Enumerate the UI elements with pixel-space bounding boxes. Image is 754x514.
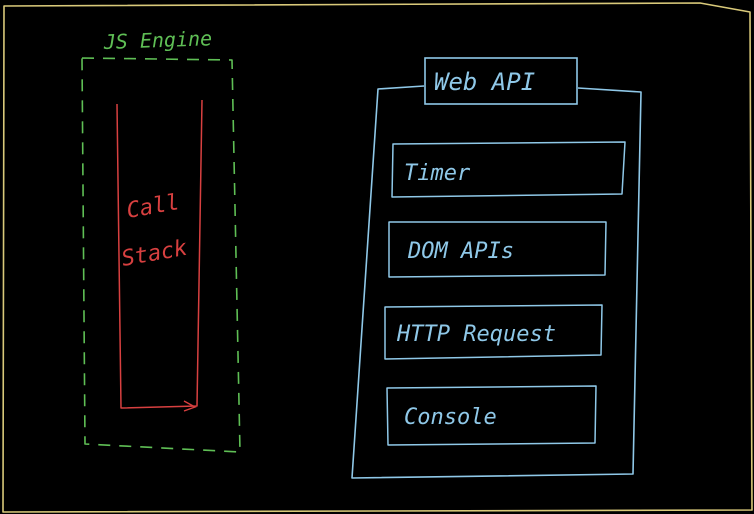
web-api-item-label: Timer (404, 161, 471, 186)
web-api-item-label: Console (404, 405, 497, 430)
js-engine-label: JS Engine (102, 26, 212, 54)
js-engine-box (81, 57, 241, 453)
call-stack-label-line1: Call (125, 190, 182, 224)
web-api-label: Web API (434, 68, 535, 96)
web-api-title-box (424, 57, 578, 105)
call-stack-arrow (183, 400, 197, 412)
call-stack-box (116, 99, 203, 409)
web-api-box (351, 85, 642, 479)
web-api-item-dom-apis: DOM APIs (388, 221, 607, 278)
web-api-item-label: DOM APIs (407, 239, 514, 264)
web-api-item-console: Console (386, 385, 597, 446)
web-api-item-http-request: HTTP Request (384, 304, 603, 360)
web-api-item-label: HTTP Request (396, 322, 556, 347)
call-stack-label-line2: Stack (120, 236, 190, 272)
web-api-item-timer: Timer (391, 141, 626, 198)
